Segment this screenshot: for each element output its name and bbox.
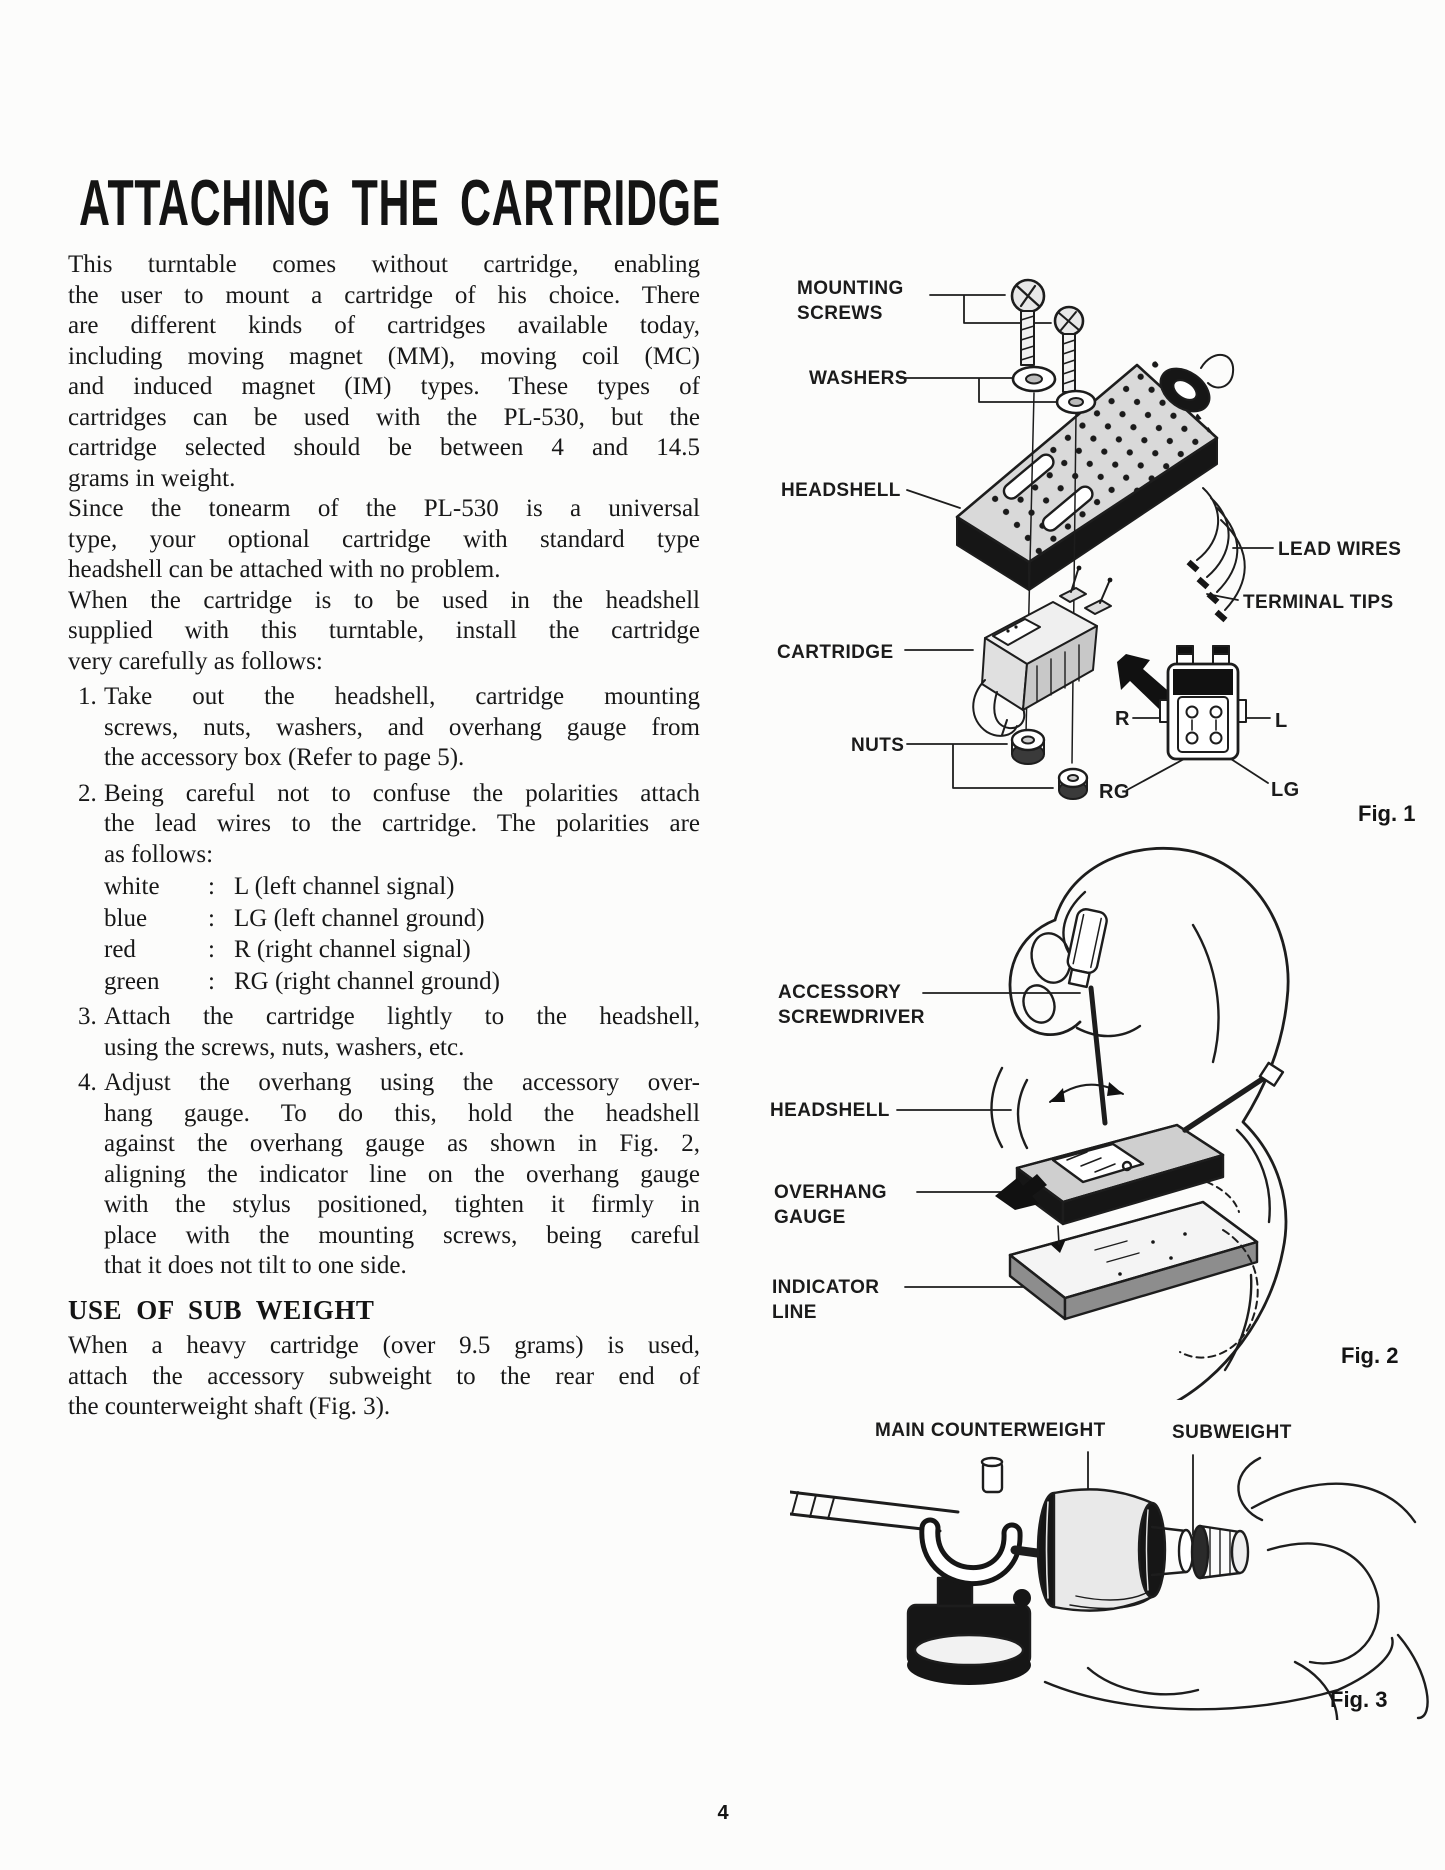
step-2-number: 2.: [78, 779, 97, 807]
pol-val: R (right channel signal): [234, 936, 471, 963]
pol-val: LG (left channel ground): [234, 904, 485, 932]
step-4-text: Adjust the overhang using the accessory …: [104, 1068, 700, 1282]
figure-2: ACCESSORY SCREWDRIVER HEADSHELL OVERHANG…: [755, 830, 1445, 1400]
fig1-label-lg: LG: [1271, 779, 1300, 801]
pol-sep: :: [208, 967, 215, 995]
figure-3-illustration: [790, 1451, 1429, 1720]
text-line: hang gauge. To do this, hold the headshe…: [104, 1099, 700, 1127]
figure-3: MAIN COUNTERWEIGHT SUBWEIGHT Fig. 3: [790, 1400, 1445, 1720]
text-line: Take out the headshell, cartridge mounti…: [104, 683, 700, 710]
page-number: 4: [717, 1802, 729, 1824]
fig1-label-washers: WASHERS: [809, 368, 908, 389]
fig3-caption: Fig. 3: [1330, 1687, 1388, 1712]
polarity-row: white: L (left channel signal): [104, 871, 700, 903]
pol-val: RG (right channel ground): [234, 967, 500, 995]
text-line: the accessory box (Refer to page 5).: [104, 744, 465, 771]
pol-color: white: [104, 873, 160, 900]
fig3-label-subweight: SUBWEIGHT: [1172, 1422, 1292, 1443]
polarity-row: red: R (right channel signal): [104, 934, 700, 966]
text-line: When the cartridge is to be used in the …: [68, 586, 700, 614]
subweight-paragraph: When a heavy cartridge (over 9.5 grams) …: [68, 1331, 700, 1423]
text-line: the user to mount a cartridge of his cho…: [68, 281, 700, 309]
step-1-text: Take out the headshell, cartridge mounti…: [104, 682, 700, 774]
fig1-label-rg: RG: [1099, 781, 1130, 803]
text-line: against the overhang gauge as shown in F…: [104, 1130, 700, 1157]
intro-paragraph-2: Since the tonearm of the PL-530 is a uni…: [68, 494, 700, 586]
body-column: This turntable comes without cartridge, …: [68, 250, 700, 1423]
intro-paragraph-1: This turntable comes without cartridge, …: [68, 250, 700, 494]
pol-sep: :: [208, 936, 215, 963]
pol-sep: :: [208, 873, 215, 900]
step-3: 3. Attach the cartridge lightly to the h…: [78, 1002, 700, 1063]
text-line: including moving magnet (MM), moving coi…: [68, 342, 700, 370]
text-line: very carefully as follows:: [68, 647, 323, 675]
step-1: 1. Take out the headshell, cartridge mou…: [78, 682, 700, 774]
text-line: Attach the cartridge lightly to the head…: [104, 1003, 700, 1030]
pol-val: L (left channel signal): [234, 873, 455, 900]
pol-color: red: [104, 936, 136, 963]
text-line: that it does not tilt to one side.: [104, 1252, 407, 1279]
text-line: Adjust the overhang using the accessory …: [104, 1069, 700, 1096]
pol-color: blue: [104, 904, 148, 932]
fig1-label-cartridge: CARTRIDGE: [777, 642, 894, 663]
fig2-label-overhang-gauge: OVERHANG GAUGE: [774, 1182, 887, 1228]
polarity-row: blue: LG (left channel ground): [104, 903, 700, 935]
step-2: 2. Being careful not to confuse the pola…: [78, 779, 700, 998]
text-line: are different kinds of cartridges availa…: [68, 312, 700, 339]
fig2-label-headshell: HEADSHELL: [770, 1100, 890, 1121]
text-line: as follows:: [104, 840, 214, 868]
fig1-label-headshell: HEADSHELL: [781, 480, 901, 501]
text-line: cartridges can be used with the PL-530, …: [68, 403, 700, 431]
fig1-label-terminal-tips: TERMINAL TIPS: [1243, 592, 1394, 613]
text-line: using the screws, nuts, washers, etc.: [104, 1033, 465, 1061]
text-line: Being careful not to confuse the polarit…: [104, 779, 700, 807]
fig2-label-indicator-line: INDICATOR LINE: [772, 1277, 880, 1323]
text-line: with the stylus positioned, tighten it f…: [104, 1191, 700, 1218]
fig1-caption: Fig. 1: [1358, 801, 1416, 826]
page-title: ATTACHING THE CARTRIDGE: [79, 166, 721, 239]
step-3-number: 3.: [78, 1003, 97, 1030]
step-2-text: Being careful not to confuse the polarit…: [104, 779, 700, 871]
fig2-caption: Fig. 2: [1341, 1343, 1399, 1368]
step-4-number: 4.: [78, 1069, 97, 1096]
fig1-label-lead-wires: LEAD WIRES: [1278, 539, 1402, 560]
step-1-number: 1.: [78, 683, 97, 710]
fig1-label-r: R: [1115, 708, 1130, 730]
pol-color: green: [104, 967, 160, 995]
fig1-label-nuts: NUTS: [851, 735, 905, 756]
text-line: cartridge selected should be between 4 a…: [68, 434, 700, 461]
text-line: This turntable comes without cartridge, …: [68, 251, 700, 278]
text-line: When a heavy cartridge (over 9.5 grams) …: [68, 1332, 700, 1359]
text-line: the counterweight shaft (Fig. 3).: [68, 1393, 391, 1420]
pol-sep: :: [208, 904, 215, 932]
text-line: screws, nuts, washers, and overhang gaug…: [104, 713, 700, 741]
text-line: headshell can be attached with no proble…: [68, 556, 501, 583]
step-4: 4. Adjust the overhang using the accesso…: [78, 1068, 700, 1282]
text-line: type, your optional cartridge with stand…: [68, 525, 700, 553]
figure-2-illustration: [896, 847, 1290, 1400]
text-line: Since the tonearm of the PL-530 is a uni…: [68, 495, 700, 522]
fig3-label-main-counterweight: MAIN COUNTERWEIGHT: [875, 1420, 1106, 1441]
text-line: attach the accessory subweight to the re…: [68, 1362, 700, 1390]
step-3-text: Attach the cartridge lightly to the head…: [104, 1002, 700, 1063]
polarity-table: white: L (left channel signal) blue: LG (le…: [104, 871, 700, 997]
subweight-heading: USE OF SUB WEIGHT: [68, 1294, 375, 1325]
fig2-label-accessory-screwdriver: ACCESSORY SCREWDRIVER: [778, 982, 925, 1028]
text-line: supplied with this turntable, install th…: [68, 617, 700, 644]
figure-1-illustration: [899, 278, 1274, 800]
text-line: grams in weight.: [68, 464, 236, 492]
polarity-row: green: RG (right channel ground): [104, 966, 700, 998]
text-line: the lead wires to the cartridge. The pol…: [104, 810, 700, 837]
intro-paragraph-3: When the cartridge is to be used in the …: [68, 586, 700, 678]
fig1-label-mounting-screws: MOUNTING SCREWS: [797, 278, 904, 324]
figure-1: MOUNTING SCREWS WASHERS HEADSHELL LEAD W…: [755, 250, 1445, 840]
text-line: place with the mounting screws, being ca…: [104, 1221, 700, 1249]
text-line: and induced magnet (IM) types. These typ…: [68, 373, 700, 400]
fig1-label-l: L: [1275, 710, 1288, 732]
text-line: aligning the indicator line on the overh…: [104, 1160, 700, 1188]
